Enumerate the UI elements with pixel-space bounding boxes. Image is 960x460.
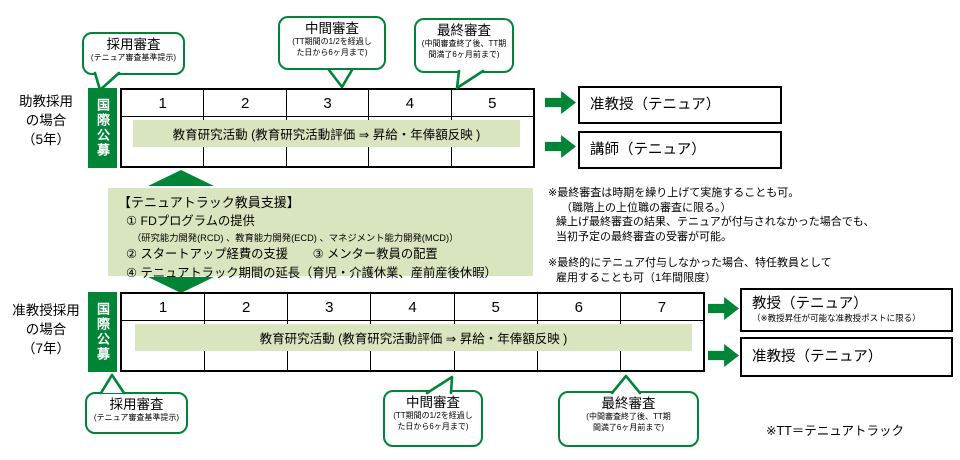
outcome-label: 准教授（テニュア）: [590, 96, 721, 113]
callout-interim-review-top: 中間審査 (TT期間の1/2を経過し た日から6ヶ月まで): [278, 16, 386, 70]
outcome-label: 教授（テニュア）: [752, 296, 868, 312]
arrow-right-icon: [708, 297, 739, 320]
outcome-associate-professor-top: 准教授（テニュア）: [578, 86, 782, 124]
year-column: 5: [451, 90, 534, 166]
outcome-lecturer-top: 講師（テニュア）: [578, 131, 782, 169]
arrow-right-icon: [708, 344, 739, 367]
international-recruitment-box-top: 国際公募: [88, 88, 117, 168]
callout-tail: [93, 71, 121, 92]
section-label-top: 助教採用 の場合 （5年）: [4, 92, 88, 149]
callout-final-review-bottom: 最終審査 (中間審査終了後、TT期 間満了6ヶ月前まで): [558, 391, 699, 447]
note-line: ※最終的にテニュア付与しなかった場合、特任教員として: [548, 257, 832, 269]
callout-title: 最終審査: [437, 23, 491, 38]
callout-tail: [610, 374, 642, 395]
callout-hiring-review-bottom: 採用審査 (テニュア審査基準提示): [85, 392, 188, 434]
callout-hiring-review-top: 採用審査 (テニュア審査基準提示): [82, 32, 185, 75]
callout-title: 中間審査: [406, 395, 460, 410]
year-label: 3: [286, 90, 369, 117]
callout-subtitle: 間満了6ヶ月前まで): [428, 49, 500, 59]
callout-subtitle: (テニュア審査基準提示): [93, 413, 180, 422]
callout-subtitle: た日から6ヶ月まで): [296, 47, 368, 57]
callout-tail: [455, 69, 485, 90]
international-recruitment-box-bottom: 国際公募: [88, 292, 117, 372]
callout-final-review-top: 最終審査 (中間審査終了後、TT期 間満了6ヶ月前まで): [414, 18, 514, 73]
support-item: ④ テニュアトラック期間の延長（育児・介護休業、産前産後休暇）: [126, 266, 497, 280]
support-item: ② スタートアップ経費の支援 ③ メンター教員の配置: [126, 247, 438, 261]
section-label-line: （7年）: [21, 341, 70, 356]
arrow-up-icon: [148, 170, 214, 186]
callout-tail: [99, 373, 126, 395]
note-line: 繰上げ最終審査の結果、テニュアが付与されなかった場合でも、: [556, 216, 875, 228]
support-item: ① FDプログラムの提供: [126, 214, 255, 228]
year-label: 1: [122, 294, 205, 321]
arrow-down-icon: [148, 277, 214, 293]
callout-subtitle: 間満了6ヶ月前まで): [592, 422, 665, 432]
callout-tail: [327, 68, 354, 89]
section-label-bottom: 准教授採用 の場合 （7年）: [4, 301, 88, 358]
callout-subtitle: (TT期間の1/2を経過し: [393, 411, 473, 420]
outcome-note: （※教授昇任が可能な准教授ポストに限る）: [752, 313, 921, 323]
note-line: 当初予定の最終審査の受審が可能。: [556, 230, 732, 243]
outcome-associate-professor-bottom: 准教授（テニュア）: [740, 337, 953, 377]
note-line: （職階上の上位職の審査に限る。）: [561, 201, 732, 214]
year-label: 4: [371, 294, 454, 321]
activity-bar-bottom: 教育研究活動 (教育研究活動評価 ⇒ 昇給・年俸額反映 ): [135, 324, 692, 351]
year-label: 4: [369, 90, 451, 117]
section-label-line: 助教採用: [19, 94, 73, 109]
callout-subtitle: (中間審査終了後、TT期: [586, 412, 671, 421]
activity-bar-top: 教育研究活動 (教育研究活動評価 ⇒ 昇給・年俸額反映 ): [133, 120, 520, 147]
support-title: 【テニュアトラック教員支援】: [118, 195, 300, 210]
outcome-label: 准教授（テニュア）: [752, 348, 883, 365]
callout-title: 採用審査: [109, 397, 164, 412]
note-line: 雇用することも可（1年間限度）: [556, 271, 717, 284]
year-label: 5: [451, 90, 534, 117]
year-label: 2: [205, 294, 288, 321]
notes-block: ※最終審査は時期を繰り上げて実施することも可。 （職階上の上位職の審査に限る。）…: [548, 186, 874, 285]
arrow-right-icon: [545, 91, 576, 114]
note-line: ※最終審査は時期を繰り上げて実施することも可。: [548, 187, 800, 199]
outcome-label: 講師（テニュア）: [590, 141, 706, 158]
callout-title: 採用審査: [106, 37, 161, 52]
year-label: 7: [620, 294, 703, 321]
section-label-line: の場合: [25, 322, 67, 337]
outcome-professor-bottom: 教授（テニュア） （※教授昇任が可能な准教授ポストに限る）: [740, 288, 953, 332]
year-label: 2: [204, 90, 286, 117]
callout-subtitle: (TT期間の1/2を経過し: [292, 37, 372, 46]
callout-subtitle: た日から6ヶ月まで): [397, 421, 469, 431]
callout-title: 中間審査: [305, 21, 359, 36]
tt-abbreviation-note: ※TT＝テニュアトラック: [766, 424, 904, 438]
section-label-line: の場合: [25, 113, 67, 128]
year-label: 3: [288, 294, 371, 321]
callout-tail: [425, 375, 454, 395]
section-label-line: （5年）: [21, 132, 70, 147]
callout-interim-review-bottom: 中間審査 (TT期間の1/2を経過し た日から6ヶ月まで): [383, 390, 483, 447]
year-label: 6: [537, 294, 620, 321]
tenure-track-support-box: 【テニュアトラック教員支援】 ① FDプログラムの提供 （研究能力開発(RCD)…: [108, 188, 533, 280]
callout-subtitle: (中間審査終了後、TT期: [421, 39, 507, 48]
callout-subtitle: (テニュア審査基準提示): [90, 53, 177, 62]
year-label: 1: [122, 90, 204, 117]
callout-title: 最終審査: [601, 396, 656, 411]
support-item-detail: （研究能力開発(RCD) 、教育能力開発(ECD) 、マネジメント能力開発(MC…: [132, 233, 459, 243]
section-label-line: 准教授採用: [12, 303, 80, 318]
year-column: 7: [620, 294, 703, 370]
arrow-right-icon: [545, 135, 576, 158]
year-label: 5: [454, 294, 537, 321]
